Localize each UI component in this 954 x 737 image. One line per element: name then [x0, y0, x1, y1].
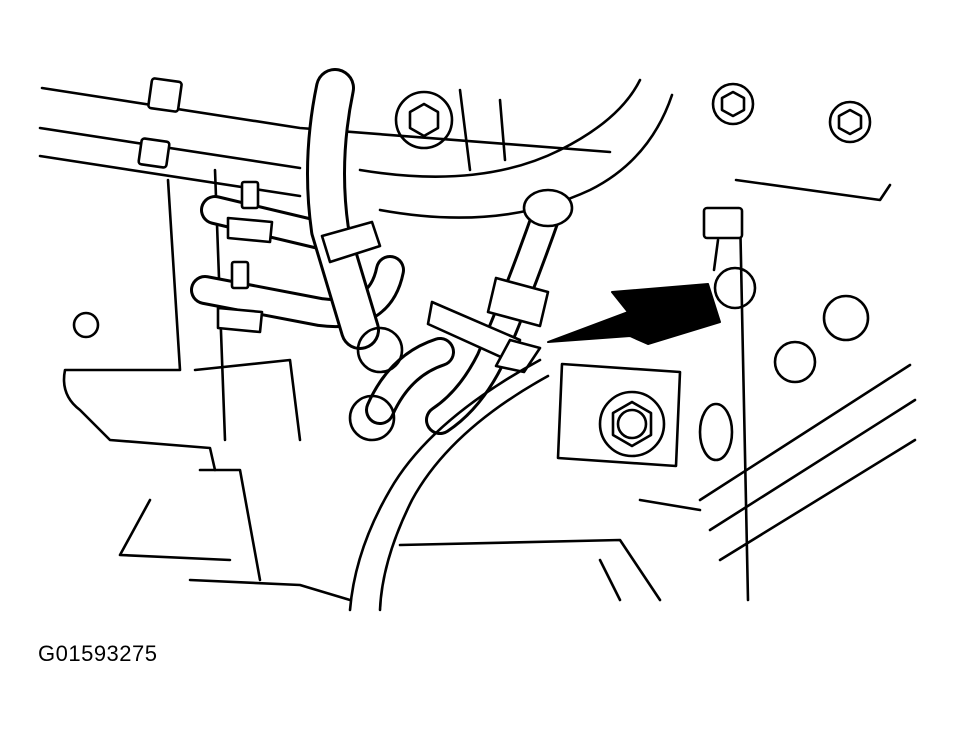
small-line-clips — [190, 180, 405, 334]
arrow-icon — [547, 283, 721, 345]
clipped-hose — [425, 188, 574, 435]
hose-clamp — [486, 276, 550, 328]
hex-bolt-icon — [408, 102, 440, 138]
upper-left-pipes — [38, 77, 612, 198]
right-frame — [638, 178, 917, 602]
hex-bolt-icon — [720, 90, 746, 118]
hex-bolt-icon — [837, 108, 863, 136]
main-hose — [306, 68, 382, 350]
figure-id-label: G01593275 — [38, 641, 158, 666]
bolt-hole-left — [72, 311, 100, 339]
top-sweep-pipe — [358, 78, 674, 219]
lower-hoses — [348, 326, 550, 612]
lower-housing — [118, 468, 662, 602]
right-bracket-plate — [556, 362, 682, 468]
hex-bolt-icon — [611, 400, 653, 448]
engine-hose-clip-illustration — [38, 68, 917, 612]
top-bolts — [394, 82, 872, 150]
